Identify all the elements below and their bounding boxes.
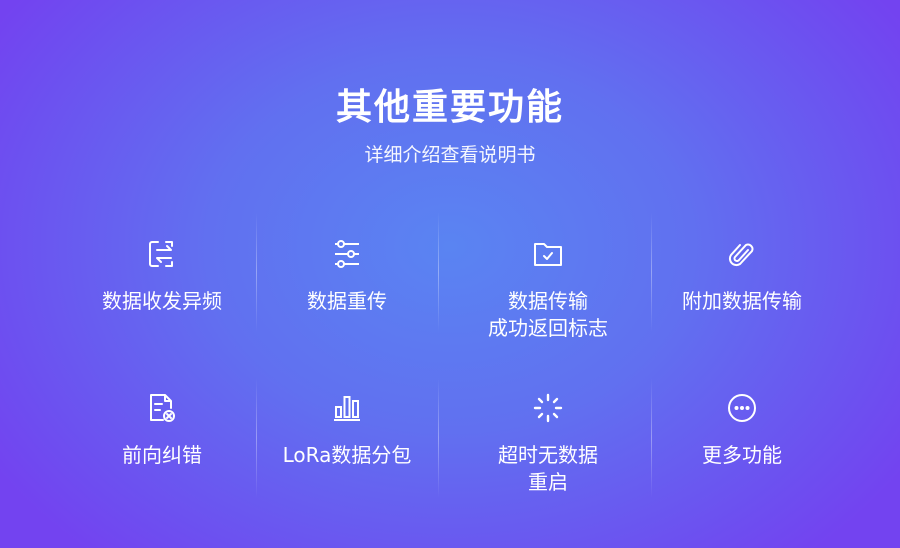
divider <box>651 378 652 498</box>
feature-additional-data: 附加数据传输 <box>647 238 837 315</box>
folder-check-icon <box>534 243 562 266</box>
divider <box>438 212 439 332</box>
paperclip-icon <box>728 243 754 267</box>
feature-timeout-restart: 超时无数据 重启 <box>453 392 643 496</box>
page-subtitle: 详细介绍查看说明书 <box>364 144 536 166</box>
feature-data-retransmit: 数据重传 <box>252 238 442 315</box>
page-title: 其他重要功能 <box>335 87 564 128</box>
divider <box>256 212 257 332</box>
feature-data-tx-rx-different-freq: 数据收发异频 <box>67 238 257 315</box>
bar-chart-icon <box>334 396 360 421</box>
more-circle-icon <box>728 394 756 422</box>
feature-lora-packet-split: LoRa数据分包 <box>252 392 442 469</box>
divider <box>256 378 257 498</box>
document-error-icon <box>150 394 175 422</box>
feature-more[interactable]: 更多功能 <box>647 392 837 469</box>
divider <box>651 212 652 332</box>
feature-transfer-success-flag: 数据传输 成功返回标志 <box>453 238 643 342</box>
divider <box>438 378 439 498</box>
swap-arrows-icon <box>149 241 173 267</box>
loading-spinner-icon <box>533 393 563 423</box>
sliders-icon <box>335 240 359 268</box>
feature-fec: 前向纠错 <box>67 392 257 469</box>
